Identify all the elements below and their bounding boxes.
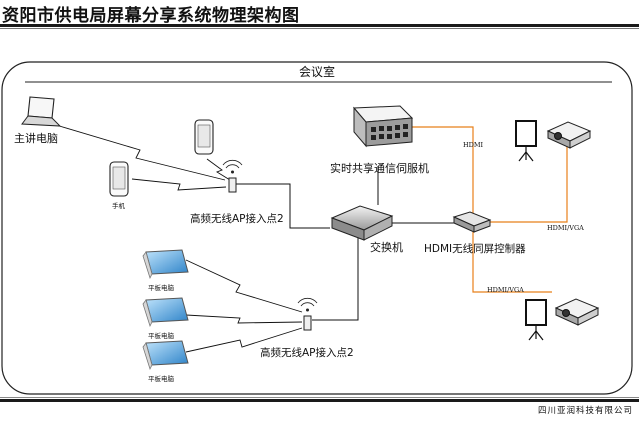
server-label: 实时共享通信伺服机 <box>330 161 429 175</box>
hdmi-vga-label-bottom: HDMI/VGA <box>487 286 524 294</box>
wireless-link-tablet-1 <box>185 259 303 313</box>
ap-bottom: 高频无线AP接入点2 <box>260 297 354 359</box>
tablet-2: 平板电脑 <box>142 297 189 340</box>
wireless-link-tablet-3 <box>185 327 303 353</box>
ap-bottom-label: 高频无线AP接入点2 <box>260 346 354 359</box>
tablet-2-screen <box>145 297 189 323</box>
hdmi-cable-server <box>412 126 474 215</box>
hdmi-vga-cable-right <box>488 141 568 223</box>
projection-bottom <box>525 298 600 341</box>
ap-bottom-antenna-dot <box>306 308 309 312</box>
projection-screen-top <box>515 120 537 147</box>
switch-front-right <box>363 215 393 241</box>
ap-top-label: 高频无线AP接入点2 <box>190 212 284 225</box>
room-boundary <box>1 61 633 395</box>
switch-to-ap-bottom-link <box>312 235 359 321</box>
ap-bottom-signal-icon <box>297 297 318 307</box>
wireless-link-main-pc <box>55 124 226 181</box>
wireless-link-phone-small <box>131 178 227 191</box>
tablet-3-label: 平板电脑 <box>148 374 175 383</box>
main-pc: 主讲电脑 <box>14 96 62 145</box>
footer-rule <box>0 399 639 402</box>
laptop-screen <box>27 96 55 119</box>
ap-top-signal-icon <box>222 159 243 169</box>
page-title: 资阳市供电局屏幕分享系统物理架构图 <box>2 6 300 26</box>
main-pc-label: 主讲电脑 <box>14 131 58 145</box>
company-name: 四川亚润科技有限公司 <box>537 406 633 416</box>
server-front <box>365 117 413 147</box>
ap-top-to-switch-link <box>236 183 330 229</box>
wireless-link-tablet-2 <box>185 314 303 324</box>
projection-screen-bottom <box>525 299 547 326</box>
hdmi-vga-label-right: HDMI/VGA <box>547 224 584 232</box>
hdmi-cables <box>412 126 568 293</box>
tablet-1-label: 平板电脑 <box>148 283 175 292</box>
tablet-2-label: 平板电脑 <box>148 331 175 340</box>
phone-small-label: 手机 <box>112 201 126 210</box>
tablet-3-screen <box>145 340 189 366</box>
switch-label: 交换机 <box>370 240 403 254</box>
phone-small-screen <box>112 166 126 190</box>
footer-rule-thin <box>0 397 639 398</box>
ap-bottom-body <box>303 315 312 331</box>
projector-bottom-lens-icon <box>562 309 570 317</box>
projection-top <box>515 120 592 162</box>
wireless-links <box>55 124 303 353</box>
meeting-room: 会议室 <box>1 61 633 395</box>
phone-device <box>194 119 214 155</box>
header-rule-thin <box>0 28 639 29</box>
phone-small: 手机 <box>109 161 129 210</box>
laptop-base <box>21 115 62 127</box>
server: 实时共享通信伺服机 <box>330 105 429 175</box>
hdmi-vga-cable-bottom <box>472 232 552 293</box>
ap-top-antenna-dot <box>231 170 234 174</box>
ap-top: 高频无线AP接入点2 <box>190 159 284 225</box>
controller-label: HDMI无线同屏控制器 <box>424 242 526 255</box>
hdmi-controller: HDMI无线同屏控制器 <box>424 211 526 255</box>
server-ports <box>371 124 408 140</box>
tablet-3: 平板电脑 <box>142 340 189 383</box>
controller-front-right <box>473 219 491 233</box>
tablet-1: 平板电脑 <box>142 249 189 292</box>
tablet-1-screen <box>145 249 189 275</box>
switch: 交换机 <box>330 205 403 254</box>
projector-top-lens-icon <box>554 132 562 140</box>
phone-screen <box>197 124 211 148</box>
hdmi-cable-label: HDMI <box>463 141 484 149</box>
header-rule <box>0 24 639 27</box>
ap-top-body <box>228 177 237 193</box>
wired-links <box>236 166 455 321</box>
room-label: 会议室 <box>299 64 335 79</box>
wireless-link-phone <box>206 158 231 181</box>
